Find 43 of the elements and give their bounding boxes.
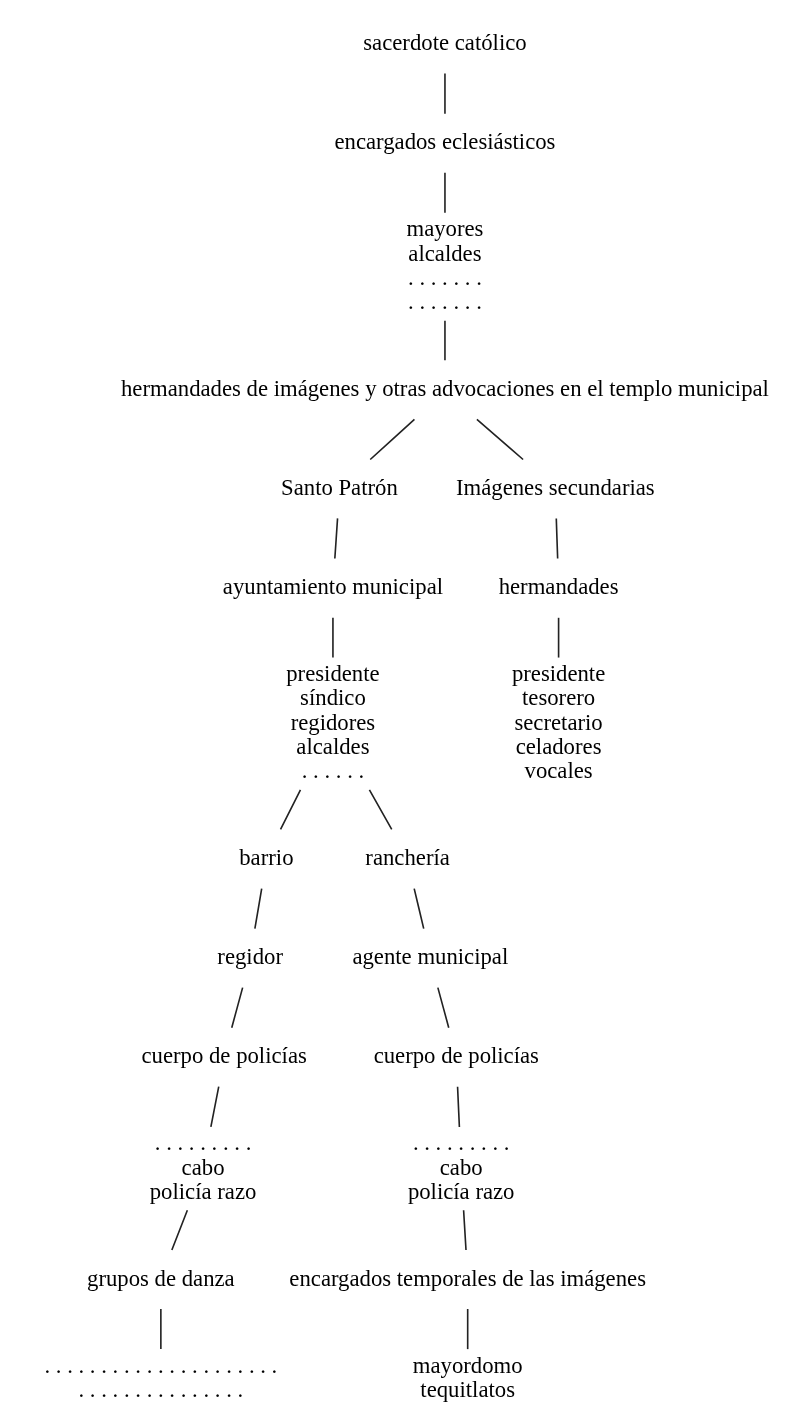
connector — [369, 418, 416, 461]
node-text: ayuntamiento municipal — [222, 574, 444, 600]
connector — [368, 789, 393, 831]
connector — [230, 986, 244, 1029]
connector — [557, 617, 560, 659]
connector — [444, 172, 446, 214]
connector — [160, 1308, 162, 1350]
node-text: cuerpo de policías — [373, 1043, 539, 1069]
connector — [413, 887, 425, 930]
node-text: mayores alcaldes . . . . . . . . . . . . . . — [406, 216, 484, 315]
node-text: grupos de danza — [87, 1265, 235, 1291]
node-text: encargados eclesiásticos — [334, 129, 556, 155]
connector — [171, 1209, 189, 1251]
connector — [332, 617, 334, 659]
node-text: regidor — [217, 944, 283, 970]
connector — [279, 789, 302, 831]
node-text: presidente síndico regidores alcaldes . . . . . . — [286, 660, 380, 784]
node-text: agente municipal — [352, 944, 509, 970]
node-text: mayordomo tequitlatos — [412, 1352, 523, 1402]
connector — [462, 1209, 467, 1251]
connector — [254, 887, 263, 930]
connector — [444, 319, 446, 362]
node-text: . . . . . . . . . cabo policía razo — [407, 1130, 515, 1204]
node-text: cuerpo de policías — [141, 1043, 307, 1069]
connector — [456, 1085, 461, 1128]
node-text: presidente tesorero secretario celadores vocales — [511, 660, 606, 784]
node-text: sacerdote católico — [363, 30, 527, 56]
connector — [555, 517, 559, 560]
connector — [444, 72, 446, 115]
node-text: ranchería — [365, 845, 450, 871]
node-text: Imágenes secundarias — [456, 475, 655, 501]
node-text: encargados temporales de las imágenes — [289, 1265, 646, 1291]
node-text: hermandades — [498, 574, 619, 600]
node-text: . . . . . . . . . cabo policía razo — [149, 1130, 257, 1204]
connector — [437, 986, 450, 1029]
node-text: . . . . . . . . . . . . . . . . . . . . . . . . . . . . . . . . . . . . — [44, 1352, 278, 1402]
node-text: Santo Patrón — [281, 475, 398, 501]
node-text: barrio — [239, 845, 294, 871]
connector — [334, 517, 339, 560]
connector — [210, 1085, 220, 1128]
connector — [466, 1308, 469, 1350]
node-text: hermandades de imágenes y otras advocaciones en el templo municipal — [121, 376, 769, 402]
connector — [476, 418, 524, 461]
